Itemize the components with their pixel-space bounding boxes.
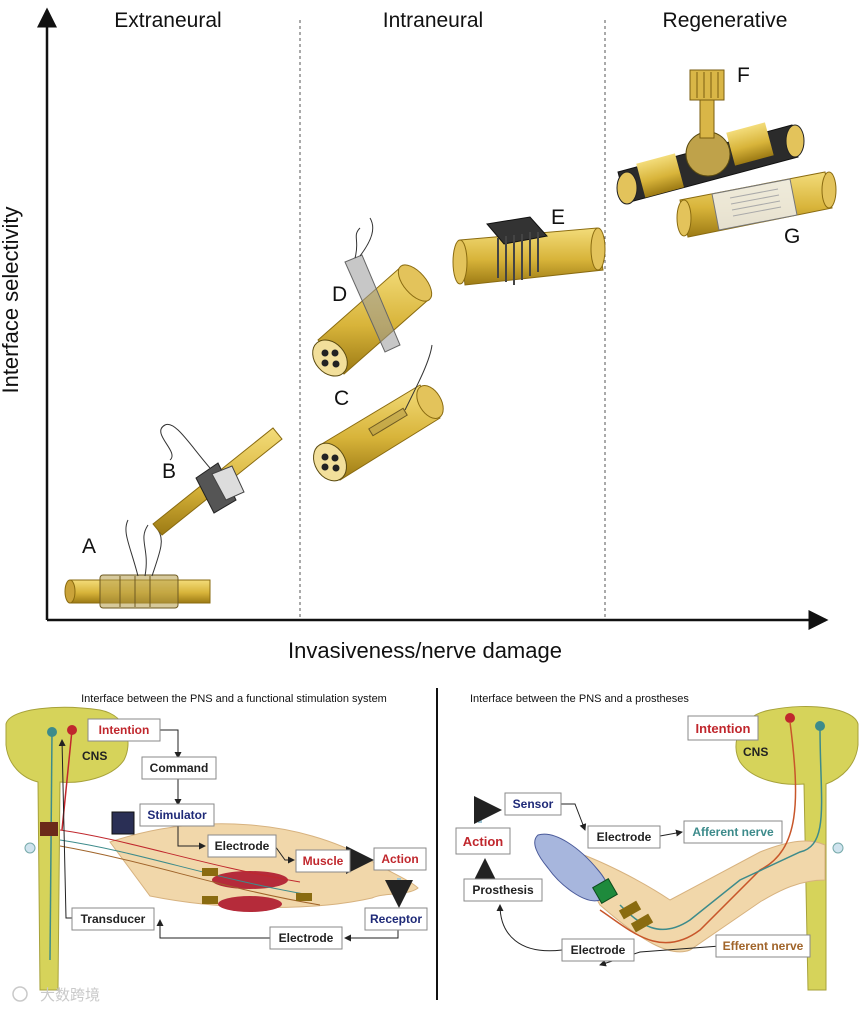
bl-transducer-label: Transducer [81,912,146,926]
bl-action-box [373,847,427,871]
br-electrode-implant-1 [618,900,642,920]
bl-electrode-implant-1 [202,868,218,876]
bl-panel-title: Interface between the PNS and a function… [81,693,387,705]
br-intention-label: Intention [696,721,751,736]
br-cns-label: CNS [743,745,768,759]
br-ganglion [832,842,844,854]
x-axis-label: Invasiveness/nerve damage [288,638,562,663]
bl-muscle-lower [218,896,282,912]
br-electrode-bottom-label: Electrode [571,943,626,957]
br-electrode-implant-2 [630,913,654,933]
label-e: E [551,206,565,229]
label-d: D [332,283,347,306]
bl-electrode-bottom-box [269,926,343,950]
br-sensory-node [815,721,825,731]
bl-electrode-top-label: Electrode [215,839,270,853]
electrode-c-illustration [313,344,444,482]
bl-electrode-implant-3 [296,893,312,901]
br-cns-shape [735,705,859,991]
bl-electrode-bottom-label: Electrode [279,931,334,945]
br-afferent-label: Afferent nerve [692,825,774,839]
bl-spinal-segment [40,822,58,836]
electrode-a-illustration [64,519,211,609]
bl-stimulator-chip [111,811,135,835]
electrode-f-illustration [616,69,805,205]
br-electrode-top-label: Electrode [597,830,652,844]
bl-electrode-top-box [207,834,277,858]
bl-ganglion [24,842,36,854]
bl-cns-label: CNS [82,749,107,763]
top-panel: Extraneural Intraneural Regenerative Inv… [0,7,837,663]
label-c: C [334,387,349,410]
bl-electrode-implant-2 [202,896,218,904]
br-panel-title: Interface between the PNS and a prosthes… [470,693,689,705]
bl-intention-label: Intention [99,723,150,737]
bottom-right-panel: Interface between the PNS and a prosthes… [455,693,859,991]
br-efferent-label: Efferent nerve [723,939,804,953]
label-f: F [737,64,750,87]
bl-receptor-label: Receptor [370,912,422,926]
bl-command-label: Command [150,761,209,775]
watermark-logo-icon [12,986,28,1002]
section-regenerative: Regenerative [663,9,788,32]
bl-muscle-label: Muscle [303,854,344,868]
electrode-e-illustration [452,216,606,286]
br-motor-node [785,713,795,723]
bl-action-label: Action [381,852,418,866]
label-g: G [784,225,800,248]
bl-command-box [141,756,217,780]
br-sensor-label: Sensor [513,797,554,811]
bl-muscle-box [295,849,351,873]
br-electrode-top-box [587,825,661,849]
br-electrode-bottom-box [561,938,635,962]
bl-cns-shape [5,706,129,991]
label-a: A [82,535,96,558]
label-b: B [162,460,176,483]
bl-muscle-upper [212,871,288,889]
bottom-left-panel: Interface between the PNS and a function… [5,693,428,991]
y-axis-label: Interface selectivity [0,206,23,393]
bl-transducer-box [71,907,155,931]
br-sensor-box [504,792,562,816]
bl-stimulator-label: Stimulator [147,808,207,822]
br-prosthesis-label: Prosthesis [472,883,534,897]
bl-intention-box [87,718,161,742]
br-prosthesis-box [463,878,543,902]
br-action-box [455,827,511,855]
electrode-d-illustration [312,217,433,377]
br-intention-box [687,715,759,741]
section-intraneural: Intraneural [383,9,483,32]
br-afferent-box [683,820,783,844]
br-action-label: Action [463,834,504,849]
bl-receptor-box [364,907,428,931]
br-efferent-box [715,934,811,958]
electrode-g-illustration [676,171,837,238]
section-extraneural: Extraneural [114,9,221,32]
bl-stimulator-box [139,803,215,827]
electrode-b-illustration [152,423,283,536]
br-prosthesis-chip [592,878,618,904]
watermark-text: 大数跨境 [40,986,100,1004]
